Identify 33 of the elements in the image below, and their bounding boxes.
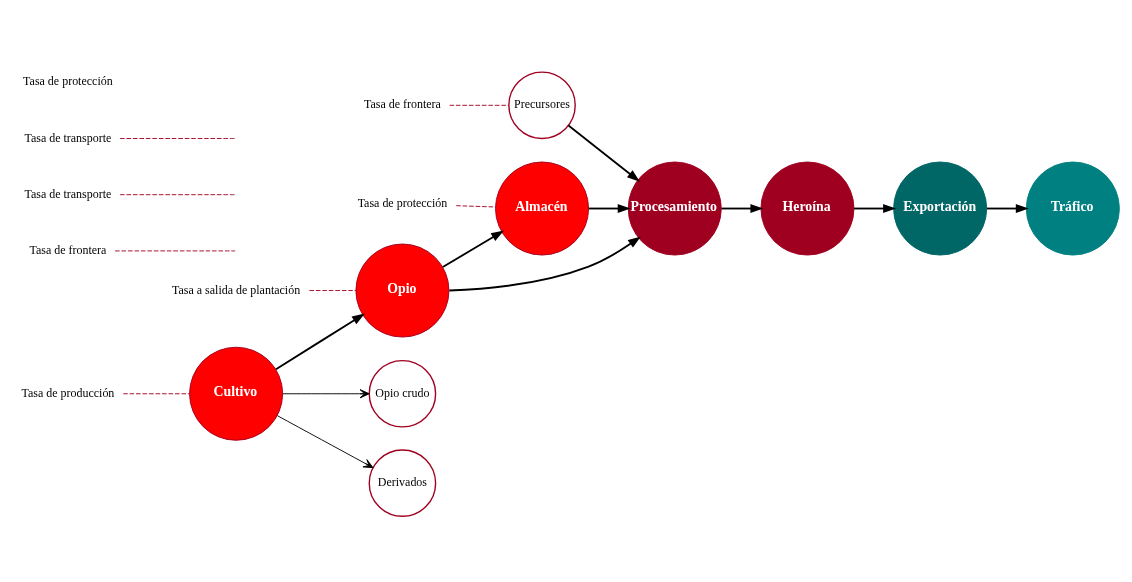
arrow (275, 313, 365, 371)
node-circle: Heroína (760, 161, 855, 256)
label: Tasa de protección (23, 74, 113, 89)
node-text: Tasa de protección (357, 196, 448, 211)
node-circle: Opio crudo (368, 359, 437, 428)
node-text: Tasa de transporte (24, 186, 112, 201)
node-text: Tasa de frontera (29, 243, 107, 258)
connector (308, 290, 357, 291)
arrow (276, 415, 374, 469)
node-text: Tasa de transporte (24, 130, 112, 145)
connector (122, 393, 190, 395)
arrow (282, 389, 370, 399)
connector (455, 205, 496, 208)
node-text: Tasa a salida de plantación (172, 282, 301, 297)
arrow (567, 124, 640, 182)
node-circle: Exportación (893, 161, 988, 256)
connector (449, 104, 510, 106)
node-circle: Almacén (495, 161, 590, 256)
node-circle: Tráfico (1025, 161, 1120, 256)
arrow (853, 204, 897, 214)
arrow (985, 204, 1029, 214)
arrow (448, 236, 641, 292)
arrow (720, 204, 764, 214)
node-circle: Cultivo (189, 346, 284, 441)
connector (119, 194, 236, 196)
node-circle: Derivados (368, 449, 437, 517)
node-text: Tasa de frontera (363, 97, 441, 112)
node-circle: Precursores (508, 71, 576, 140)
connector (119, 138, 236, 139)
node-circle: Opio (355, 243, 450, 338)
arrow (587, 204, 631, 214)
node-text: Tasa de producción (21, 385, 115, 400)
arrow (441, 230, 505, 268)
